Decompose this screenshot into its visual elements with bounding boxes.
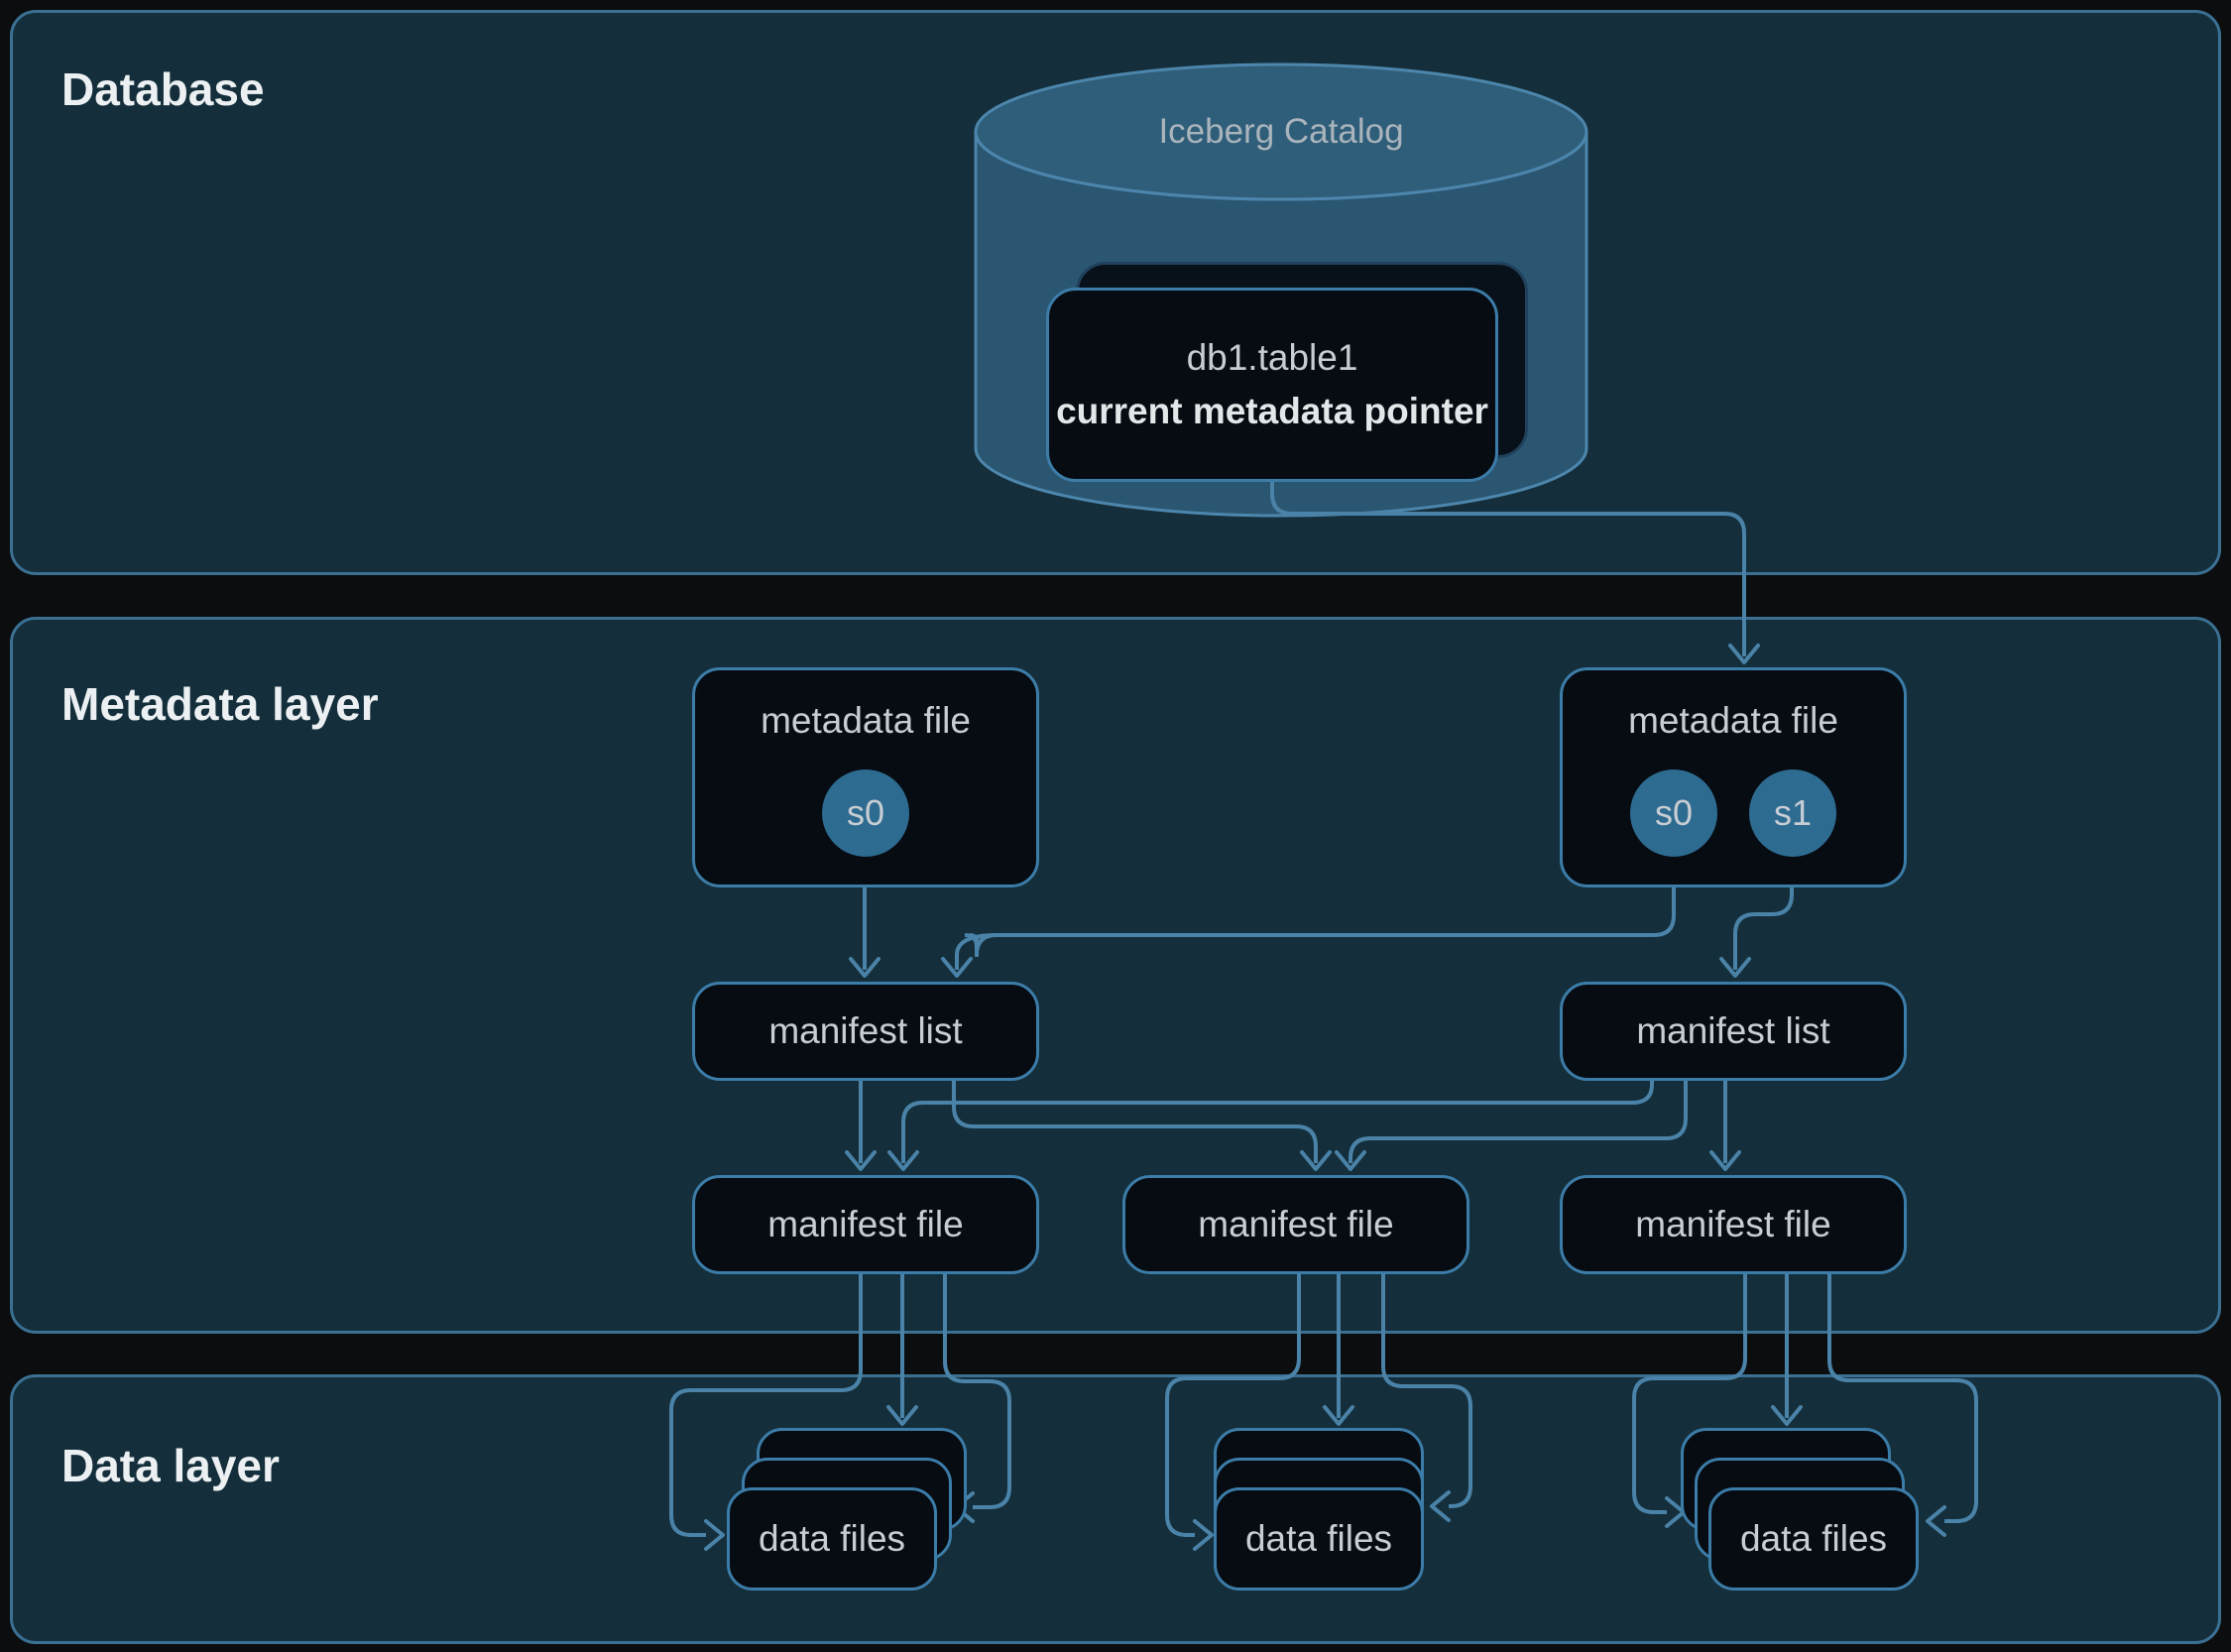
arrowhead-list-right-to-file-left	[887, 1150, 919, 1171]
arrowhead-file-left-center	[886, 1405, 918, 1426]
catalog-pointer-label: current metadata pointer	[1056, 391, 1488, 431]
metadata-file-left-snapshots: s0	[822, 769, 909, 857]
metadata-file-right-label: metadata file	[1628, 700, 1838, 741]
data-files-right-label: data files	[1739, 1518, 1888, 1559]
connector-file-left-loop-right	[943, 1274, 1011, 1509]
snapshot-s0-right: s0	[1630, 769, 1717, 857]
manifest-file-right-node: manifest file	[1560, 1175, 1907, 1274]
metadata-file-right-node: metadata file s0 s1	[1560, 667, 1907, 887]
manifest-file-middle-label: manifest file	[1198, 1204, 1394, 1244]
manifest-list-left-node: manifest list	[692, 982, 1039, 1081]
metadata-file-left-label: metadata file	[761, 700, 971, 741]
manifest-file-middle-node: manifest file	[1122, 1175, 1469, 1274]
arrowhead-file-middle-loop-right	[1430, 1490, 1451, 1522]
iceberg-catalog-label: Iceberg Catalog	[1158, 112, 1404, 151]
data-files-middle-front-card: data files	[1214, 1487, 1424, 1591]
database-heading: Database	[61, 63, 265, 115]
snapshot-s0-left: s0	[822, 769, 909, 857]
arrowhead-file-middle-loop-left	[1193, 1519, 1214, 1551]
manifest-list-right-label: manifest list	[1636, 1010, 1830, 1051]
data-files-right-front-card: data files	[1708, 1487, 1919, 1591]
arrowhead-catalog-to-metadata-right	[1728, 644, 1760, 664]
connector-file-middle-loop-left	[1165, 1274, 1301, 1537]
arrowhead-file-right-loop-right	[1926, 1505, 1946, 1537]
connector-file-right-loop-left	[1632, 1274, 1747, 1514]
arrowhead-s0-right-to-manifest-list-left	[941, 957, 973, 978]
arrowhead-list-right-to-file-right	[1709, 1150, 1741, 1171]
metadata-layer-heading: Metadata layer	[61, 678, 379, 730]
manifest-file-left-label: manifest file	[767, 1204, 964, 1244]
data-files-left-label: data files	[758, 1518, 906, 1559]
connector-manifest-list-right-to-file-left	[901, 1081, 1654, 1163]
manifest-list-left-label: manifest list	[768, 1010, 963, 1051]
data-layer-heading: Data layer	[61, 1440, 280, 1491]
arrowhead-file-right-center	[1771, 1405, 1803, 1426]
iceberg-catalog-cylinder-top	[974, 62, 1588, 201]
arrowhead-file-left-loop-left	[704, 1519, 725, 1551]
catalog-table-card: db1.table1 current metadata pointer	[1046, 288, 1498, 482]
metadata-file-right-snapshots: s0 s1	[1630, 769, 1836, 857]
manifest-file-left-node: manifest file	[692, 1175, 1039, 1274]
manifest-file-right-label: manifest file	[1635, 1204, 1831, 1244]
connector-file-middle-loop-right	[1381, 1274, 1472, 1508]
connector-manifest-list-right-to-file-middle	[1349, 1081, 1688, 1163]
arrowhead-s1-to-manifest-list-right	[1719, 957, 1751, 978]
data-files-left-front-card: data files	[727, 1487, 937, 1591]
manifest-list-right-node: manifest list	[1560, 982, 1907, 1081]
arrowhead-s0-left-to-manifest-list-left	[849, 957, 881, 978]
connector-file-right-loop-right	[1827, 1274, 1978, 1523]
arrowhead-list-left-to-file-left	[845, 1150, 877, 1171]
connector-manifest-list-left-to-file-middle	[952, 1081, 1318, 1163]
arrowhead-file-middle-center	[1323, 1405, 1354, 1426]
connector-s0-right-elbow	[955, 933, 998, 970]
metadata-file-left-node: metadata file s0	[692, 667, 1039, 887]
arrowhead-list-left-to-file-middle	[1300, 1150, 1332, 1171]
connector-file-left-loop-left	[669, 1274, 863, 1537]
connector-catalog-to-metadata-right	[1270, 482, 1746, 656]
data-files-middle-label: data files	[1244, 1518, 1393, 1559]
connector-s1-to-manifest-list-right	[1733, 859, 1794, 970]
catalog-table-name: db1.table1	[1186, 337, 1358, 378]
snapshot-s1-right: s1	[1749, 769, 1836, 857]
arrowhead-list-right-to-file-middle	[1335, 1150, 1366, 1171]
